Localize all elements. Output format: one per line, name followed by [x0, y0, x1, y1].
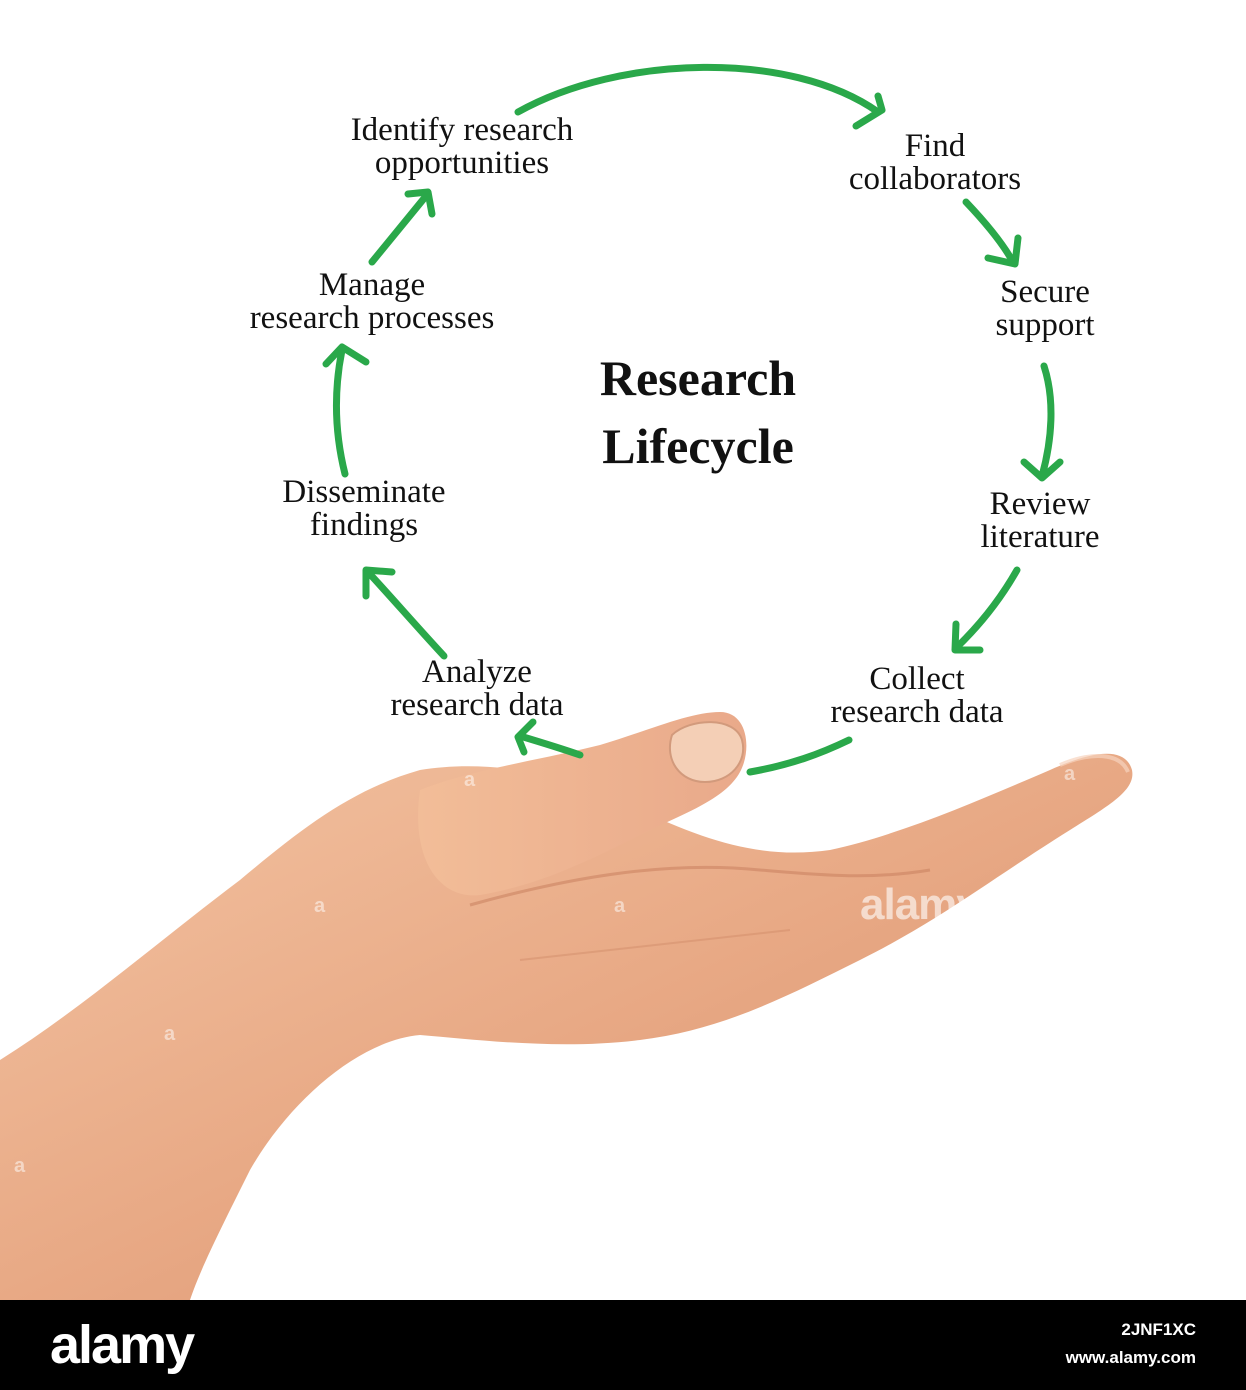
- step-line: Identify research: [350, 112, 574, 148]
- arrow-1: [514, 63, 882, 116]
- arrow-2-head: [984, 234, 1022, 268]
- step-line: research processes: [249, 300, 495, 336]
- arrow-6-head: [362, 566, 396, 600]
- step-secure-support: Secure support: [960, 276, 1130, 342]
- step-line: Disseminate: [282, 474, 446, 510]
- step-line: findings: [309, 507, 419, 543]
- arrow-1-head: [852, 92, 886, 130]
- svg-text:a: a: [314, 895, 326, 917]
- arrow-7: [332, 346, 349, 478]
- step-line: Secure: [1000, 274, 1090, 310]
- step-line: Collect: [869, 661, 965, 697]
- step-line: research data: [830, 694, 1004, 730]
- svg-text:a: a: [614, 895, 626, 917]
- diagram-title-line-2: Lifecycle: [602, 418, 794, 474]
- step-find-collaborators: Find collaborators: [815, 130, 1055, 196]
- svg-text:a: a: [464, 769, 476, 791]
- step-manage-research-processes: Manage research processes: [212, 269, 532, 335]
- arrow-4-head: [951, 620, 984, 654]
- step-line: collaborators: [848, 161, 1022, 197]
- arrow-5b: [516, 732, 584, 759]
- hand-icon: [0, 712, 1133, 1300]
- step-identify-research-opportunities: Identify research opportunities: [312, 114, 612, 180]
- step-line: literature: [980, 519, 1100, 555]
- step-line: Find: [904, 128, 966, 164]
- svg-text:a: a: [1064, 763, 1076, 785]
- svg-text:a: a: [14, 1155, 26, 1177]
- arrow-8: [368, 192, 430, 266]
- arrow-3-head: [1020, 458, 1064, 482]
- footer-bar: alamy 2JNF1XC www.alamy.com: [0, 1300, 1246, 1390]
- step-collect-research-data: Collect research data: [802, 663, 1032, 729]
- image-id: 2JNF1XC: [1121, 1320, 1196, 1339]
- arrow-3: [1038, 362, 1055, 480]
- arrow-2: [962, 198, 1017, 266]
- step-line: Analyze: [422, 654, 532, 690]
- arrow-5-head: [514, 718, 537, 756]
- step-disseminate-findings: Disseminate findings: [254, 476, 474, 542]
- arrow-6: [364, 568, 448, 660]
- step-line: support: [995, 307, 1095, 343]
- watermark-marks: a a a a a a: [14, 763, 1076, 1177]
- step-line: research data: [390, 687, 564, 723]
- step-analyze-research-data: Analyze research data: [362, 656, 592, 722]
- diagram-graphic: a a a a a a: [0, 63, 1133, 1300]
- step-review-literature: Review literature: [950, 488, 1130, 554]
- arrow-4: [952, 566, 1021, 652]
- diagram-title-line-1: Research: [599, 350, 797, 406]
- svg-text:a: a: [164, 1023, 176, 1045]
- arrow-5a: [746, 736, 853, 776]
- step-line: opportunities: [374, 145, 550, 181]
- diagram-title: Research Lifecycle: [548, 344, 848, 480]
- site-url: www.alamy.com: [1065, 1348, 1196, 1367]
- step-line: Review: [989, 486, 1091, 522]
- step-line: Manage: [318, 267, 426, 303]
- arrow-7-head: [322, 343, 370, 368]
- watermark-text: alamy: [860, 880, 981, 929]
- arrow-8-head: [404, 188, 436, 218]
- alamy-logo: alamy: [50, 1315, 195, 1375]
- cycle-arrows: [322, 63, 1064, 776]
